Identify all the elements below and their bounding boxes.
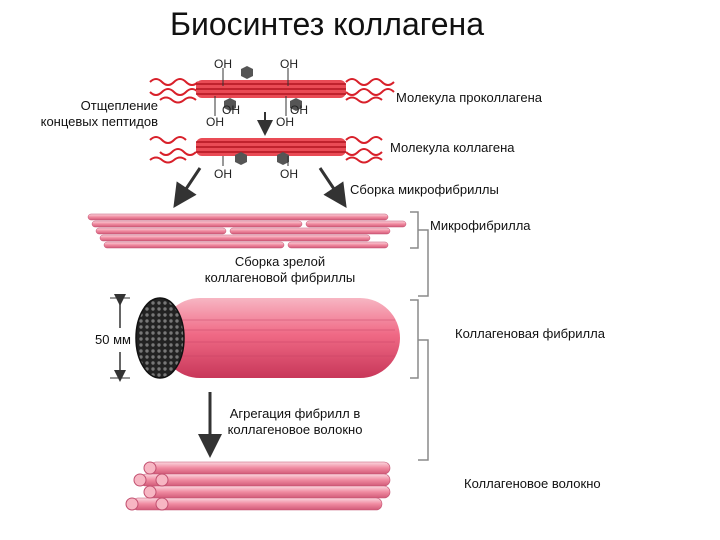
mature-fibril-label-1: Сборка зрелой bbox=[234, 254, 326, 269]
hydroxyl-groups-bottom bbox=[222, 152, 289, 166]
left-diagonal-arrow bbox=[173, 167, 202, 208]
oh-label: OH bbox=[222, 103, 240, 117]
mature-fibril-label-2: коллагеновой фибриллы bbox=[204, 270, 356, 285]
collagen-molecule-label: Молекула коллагена bbox=[390, 140, 515, 155]
oh-label: OH bbox=[290, 103, 308, 117]
microfibril-label: Микрофибрилла bbox=[430, 218, 531, 233]
collagen-fiber-label: Коллагеновое волокно bbox=[464, 476, 601, 491]
oh-label: OH bbox=[276, 115, 294, 129]
cleavage-label-2: концевых пептидов bbox=[40, 114, 158, 129]
oh-label: OH bbox=[206, 115, 224, 129]
hydroxyl-groups-top bbox=[214, 66, 302, 116]
collagen-fibril-label: Коллагеновая фибрилла bbox=[455, 326, 605, 341]
oh-label: OH bbox=[214, 167, 232, 181]
collagen-fibril bbox=[135, 297, 400, 379]
right-diagonal-arrow bbox=[318, 167, 347, 208]
connector-bracket-2 bbox=[410, 299, 429, 461]
oh-label: OH bbox=[280, 167, 298, 181]
oh-label: OH bbox=[214, 57, 232, 71]
cleavage-label-1: Отщепление bbox=[80, 98, 158, 113]
procollagen-label: Молекула проколлагена bbox=[396, 90, 542, 105]
page-title: Биосинтез коллагена bbox=[170, 6, 484, 42]
diameter-label: 50 мм bbox=[95, 332, 131, 347]
aggregation-label-2: коллагеновое волокно bbox=[227, 422, 363, 437]
microfibril bbox=[87, 213, 407, 249]
collagen-molecule bbox=[149, 136, 383, 164]
oh-label: OH bbox=[280, 57, 298, 71]
connector-bracket-1 bbox=[410, 211, 429, 297]
aggregation-label-1: Агрегация фибрилл в bbox=[229, 406, 361, 421]
diameter-indicator bbox=[110, 294, 130, 382]
collagen-fiber bbox=[125, 461, 391, 511]
procollagen-molecule bbox=[149, 78, 395, 104]
microfibril-assembly-label: Сборка микрофибриллы bbox=[350, 182, 499, 197]
